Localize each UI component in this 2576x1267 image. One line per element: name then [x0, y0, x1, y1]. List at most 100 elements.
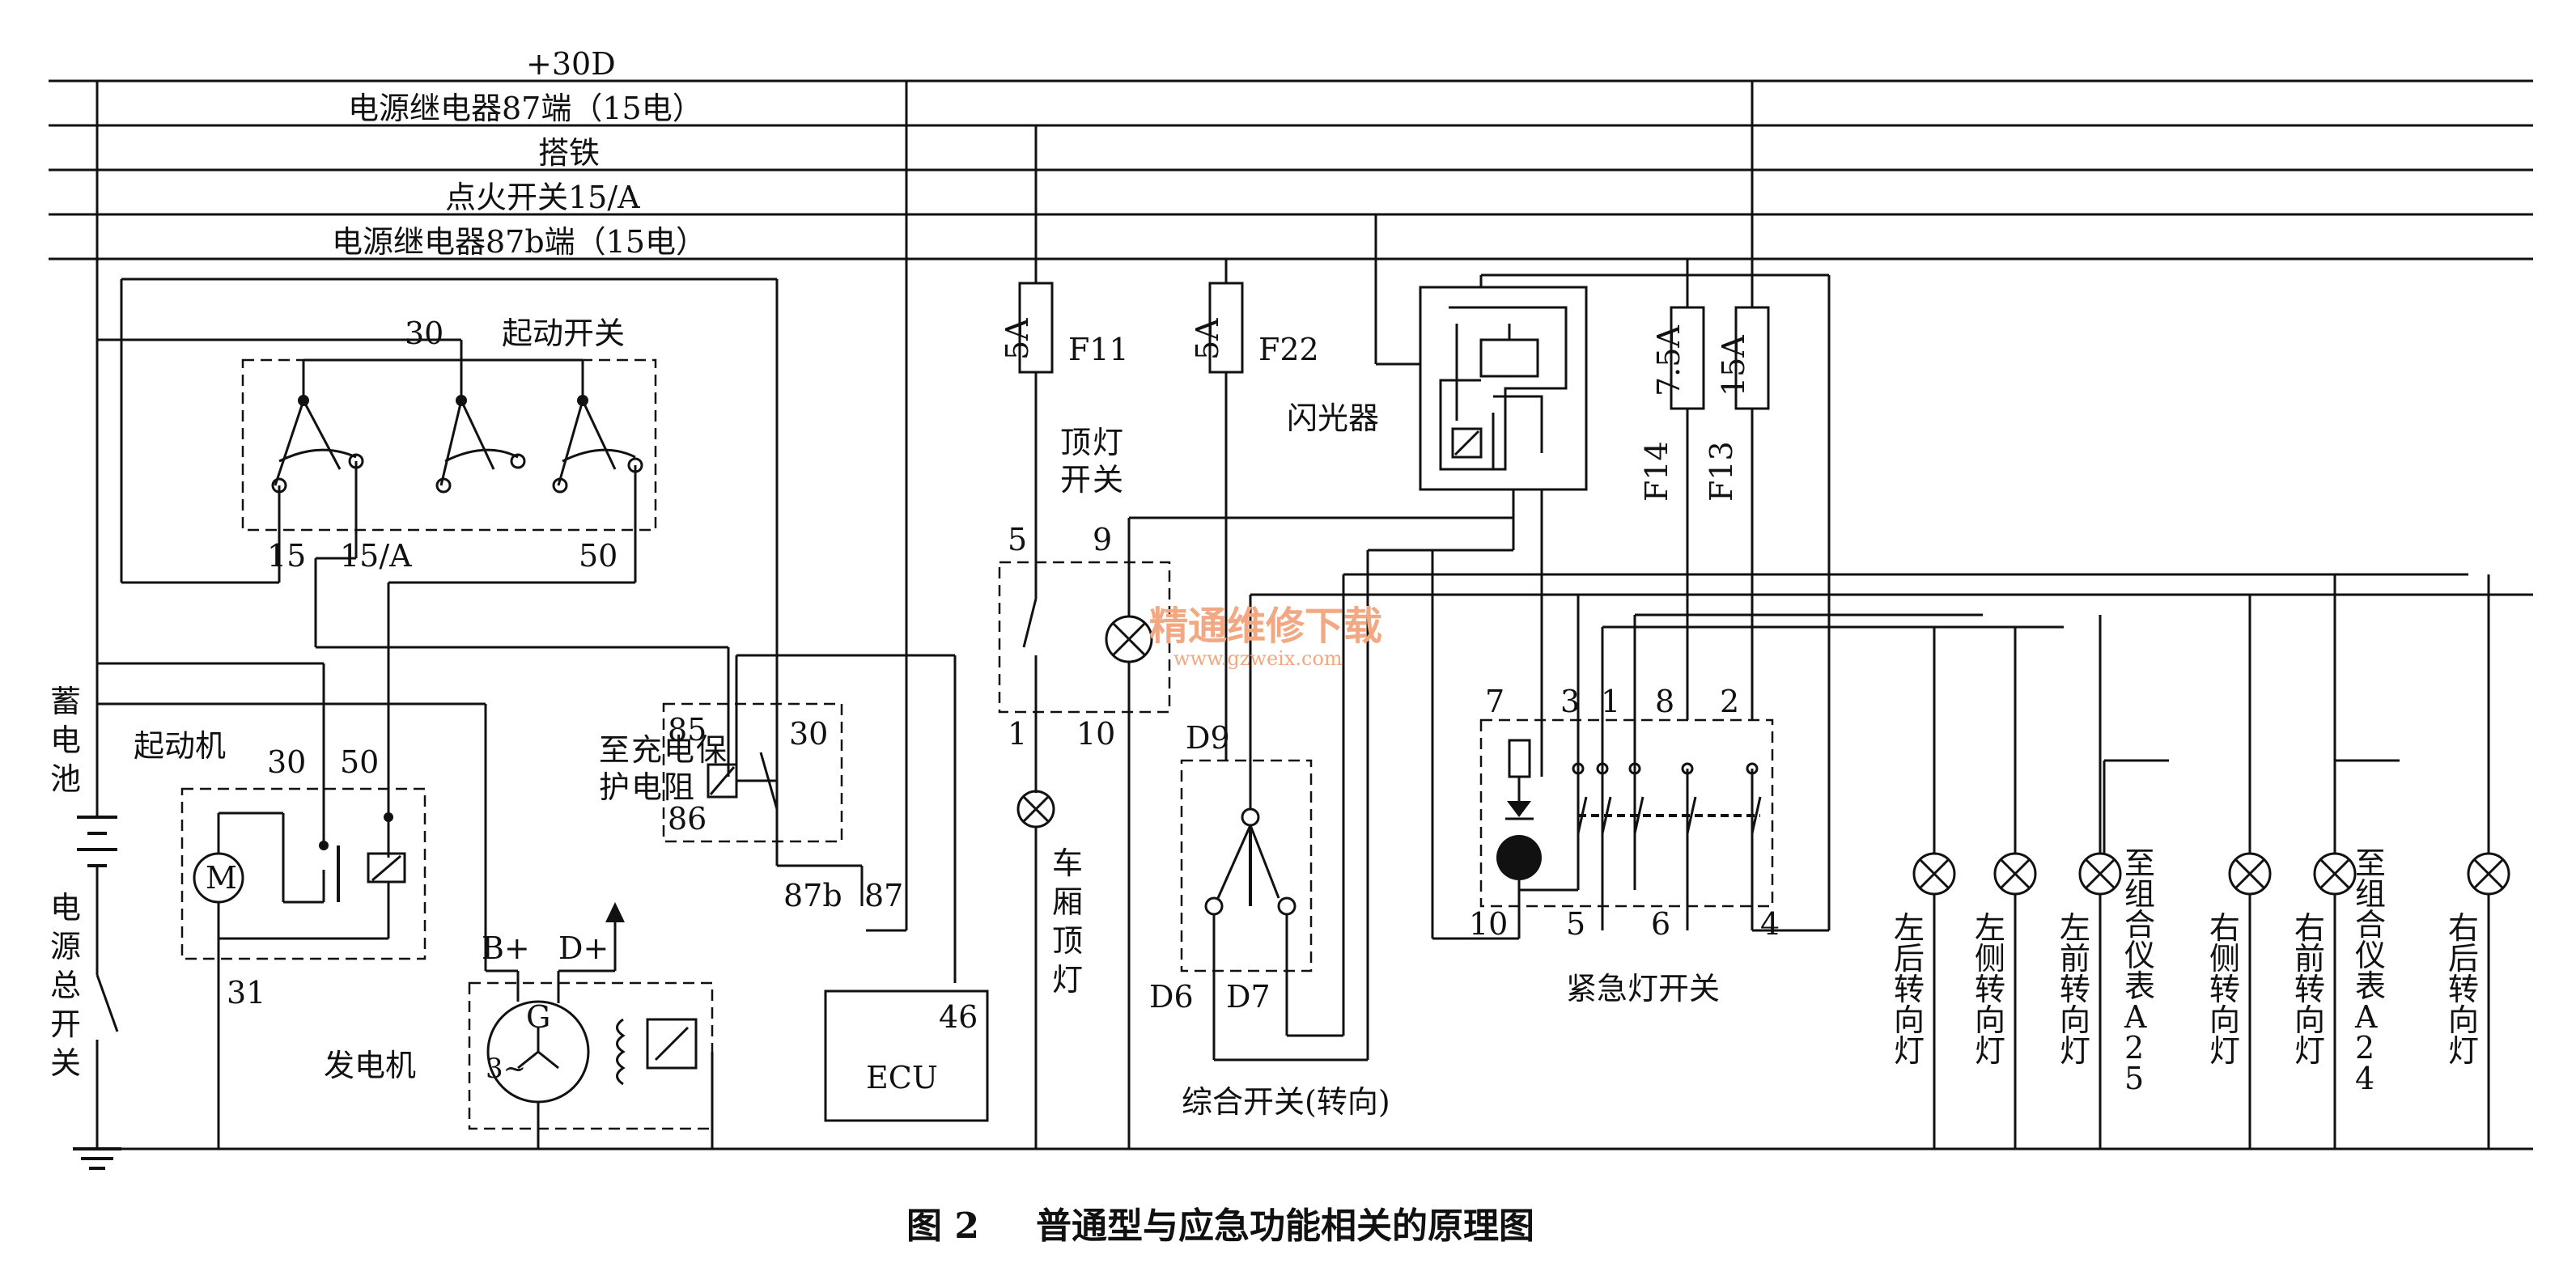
hazard-pin-2: 2: [1720, 684, 1739, 719]
hazard-pin-4: 4: [1760, 906, 1780, 942]
load-label: 右侧转向灯: [2209, 910, 2240, 1069]
combo-switch-pin-d9: D9: [1186, 720, 1230, 756]
ground-symbol: [73, 1147, 121, 1170]
hazard-pin-6: 6: [1651, 906, 1670, 942]
relay-pin-87: 87: [864, 878, 903, 913]
starter-title: 起动机: [134, 728, 226, 764]
ecu-box: [824, 989, 989, 1122]
flasher-coil: [1451, 427, 1483, 459]
dome-switch-title: 顶灯开关: [1060, 425, 1123, 498]
label-relay-87b: 电源继电器87b端（15电）: [332, 224, 707, 260]
load-label: 右后转向灯: [2448, 910, 2479, 1069]
caption-number: 图 2: [906, 1206, 979, 1247]
starter-pin-50: 50: [340, 744, 379, 780]
start-switch-pin-15: 15: [267, 538, 306, 574]
combo-switch-box: [1180, 759, 1313, 972]
dome-switch-pin-9: 9: [1093, 522, 1112, 557]
load-label: 左前转向灯: [2060, 910, 2090, 1069]
alternator-g-symbol: G: [526, 999, 550, 1035]
hazard-pin-8: 8: [1655, 684, 1674, 719]
dome-switch-pin-5: 5: [1008, 522, 1027, 557]
combo-switch-pin-d6: D6: [1149, 979, 1194, 1015]
fuse-f11-name: F11: [1068, 332, 1129, 367]
fuse-f22: [1208, 259, 1244, 761]
hazard-switch-box: [1479, 718, 1774, 908]
hazard-pin-1: 1: [1601, 684, 1620, 719]
dome-switch-pin-1: 1: [1008, 716, 1027, 752]
load-label: 左侧转向灯: [1975, 910, 2005, 1069]
start-switch: [97, 278, 779, 858]
starter-pin-30: 30: [267, 744, 306, 780]
combo-switch-pin-d7: D7: [1226, 979, 1271, 1015]
start-switch-pin-15a: 15/A: [340, 538, 412, 574]
dome-switch: [998, 516, 1513, 1149]
solenoid-coil: [367, 852, 406, 884]
power-relay: [662, 81, 957, 983]
flasher-element: [1479, 338, 1539, 378]
turn-lamp: 右前转向灯: [2294, 574, 2357, 1149]
relay-pin-87b: 87b: [783, 878, 842, 913]
ecu: [824, 989, 989, 1122]
regulator: [646, 1018, 698, 1070]
starter-box: [180, 787, 427, 960]
fuse-f13-name: F13: [1704, 441, 1739, 502]
fuse-f11-rating: 5A: [999, 318, 1035, 360]
label-ground: 搭铁: [538, 135, 600, 171]
relay-pin-86: 86: [668, 801, 707, 837]
hazard-lamp: [1496, 835, 1542, 880]
turn-lamp: 左侧转向灯: [1975, 627, 2037, 1149]
hazard-indicator-coil: [1508, 739, 1531, 778]
battery-section: [73, 81, 2533, 1170]
start-switch-pin-50: 50: [579, 538, 617, 574]
alternator-phase-symbol: 3~: [486, 1053, 526, 1085]
turn-lamp: 右侧转向灯: [2209, 595, 2272, 1149]
fuse-f14-name: F14: [1639, 441, 1674, 502]
ecu-label: ECU: [866, 1060, 938, 1095]
alternator-note: 至充电保护电阻: [599, 732, 727, 805]
alternator-pin-b: B+: [482, 930, 530, 966]
fuse-f14-rating: 7.5A: [1651, 325, 1687, 396]
battery-label: 蓄电池: [50, 684, 81, 797]
dome-switch-pin-10: 10: [1076, 716, 1115, 752]
main-switch-blade: [95, 974, 119, 1032]
hazard-contacts: [1572, 762, 1762, 890]
flasher: [1366, 214, 1829, 1060]
fuse-f13: [1734, 81, 1770, 720]
alternator-pin-d: D+: [558, 930, 609, 966]
load-label: 右前转向灯: [2294, 910, 2325, 1069]
label-ignition-15a: 点火开关15/A: [445, 180, 640, 215]
alternator-box: [468, 981, 714, 1130]
label-30d: +30D: [526, 46, 616, 82]
hazard-pin-7: 7: [1485, 684, 1504, 719]
caption-text: 普通型与应急功能相关的原理图: [1036, 1206, 1534, 1247]
hazard-pin-3: 3: [1560, 684, 1580, 719]
dome-switch-box: [998, 561, 1171, 714]
relay-pin-85: 85: [668, 712, 707, 748]
load-label: 左后转向灯: [1894, 910, 1925, 1069]
start-switch-pin-30: 30: [405, 316, 443, 351]
combo-switch-title: 综合开关(转向): [1182, 1084, 1390, 1120]
field-coil: [616, 1018, 626, 1086]
fuse-f14: [1670, 259, 1705, 720]
relay-box: [662, 702, 843, 843]
fuse-f13-rating: 15A: [1716, 335, 1751, 396]
turn-lamp: 左前转向灯: [2060, 615, 2122, 1149]
hazard-pin-5: 5: [1566, 906, 1585, 942]
watermark-url: www.gzweix.com: [1173, 647, 1343, 670]
starter-motor: [97, 662, 427, 1149]
fuse-f11: [1018, 125, 1054, 566]
cabin-lamp-label: 车厢顶灯: [1052, 845, 1083, 998]
watermark-text: 精通维修下载: [1149, 604, 1382, 649]
turn-lamp: 右后转向灯: [2448, 574, 2510, 1149]
hazard-pin-10: 10: [1469, 906, 1508, 942]
ecu-pin: 46: [939, 999, 978, 1035]
fuse-f22-name: F22: [1258, 332, 1319, 367]
fuse-f22-rating: 5A: [1190, 318, 1225, 360]
bus-lines: [49, 79, 2533, 261]
